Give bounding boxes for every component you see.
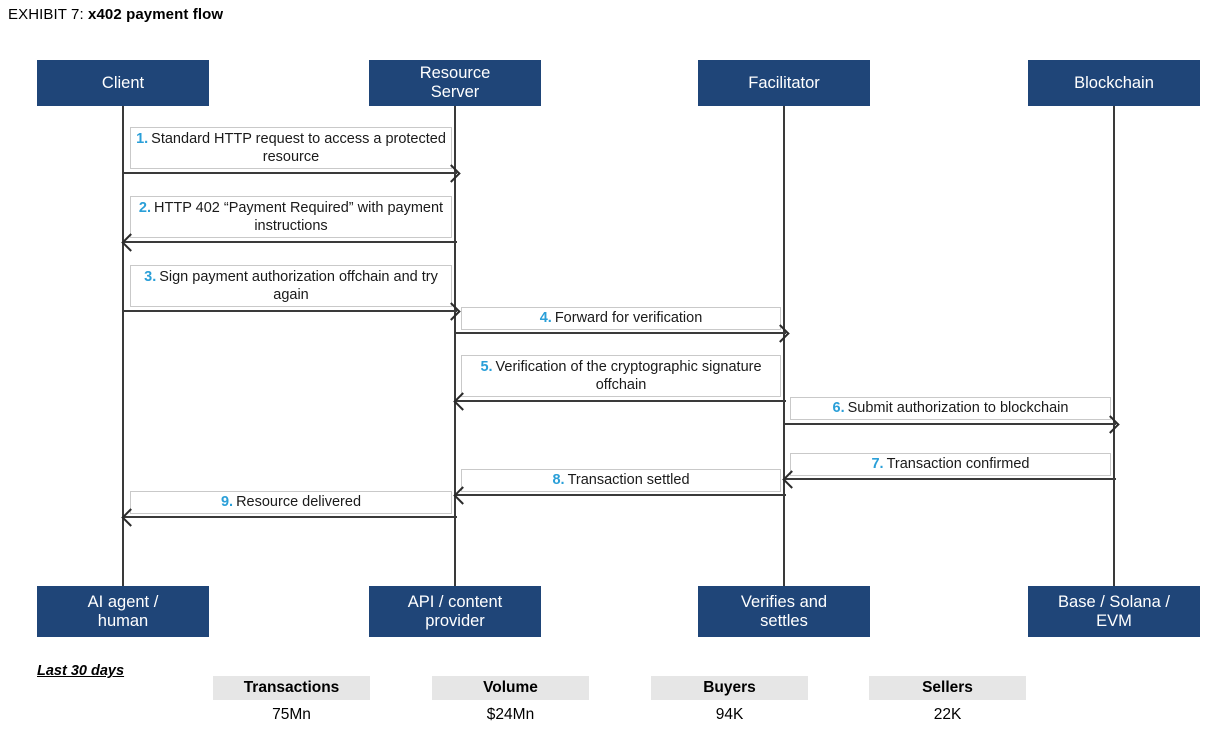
actor-footer-facilitator: Verifies and settles — [698, 586, 870, 637]
actor-header-facilitator-label: Facilitator — [748, 73, 820, 92]
lifeline-client — [122, 106, 124, 586]
actor-footer-client: AI agent / human — [37, 586, 209, 637]
message-label-1: 1.Standard HTTP request to access a prot… — [130, 127, 452, 169]
actor-header-resource-server: Resource Server — [369, 60, 541, 106]
message-arrow-9 — [123, 516, 457, 518]
lifeline-facilitator — [783, 106, 785, 586]
message-number-1: 1. — [136, 130, 149, 147]
stat-transactions-label: Transactions — [213, 676, 370, 700]
stat-transactions-value: 75Mn — [272, 706, 311, 723]
message-text-5: Verification of the cryptographic signat… — [495, 358, 762, 394]
stat-buyers-value: 94K — [715, 706, 744, 723]
message-text-4: Forward for verification — [554, 310, 703, 327]
message-number-6: 6. — [832, 400, 845, 417]
message-number-5: 5. — [480, 358, 493, 375]
actor-header-client-label: Client — [101, 73, 145, 92]
message-number-3: 3. — [144, 268, 157, 285]
message-label-6: 6.Submit authorization to blockchain — [790, 397, 1111, 420]
actor-header-client: Client — [37, 60, 209, 106]
message-number-8: 8. — [552, 472, 565, 489]
message-label-4: 4.Forward for verification — [461, 307, 781, 330]
stat-transactions: Transactions 75Mn — [213, 676, 370, 727]
message-label-8: 8.Transaction settled — [461, 469, 781, 492]
message-arrow-8 — [455, 494, 786, 496]
message-number-9: 9. — [220, 494, 234, 511]
message-arrow-2 — [123, 241, 457, 243]
actor-footer-blockchain-line2: EVM — [1096, 611, 1132, 630]
actor-footer-resource-server-line2: provider — [425, 611, 485, 630]
message-number-4: 4. — [539, 310, 552, 327]
message-arrow-6 — [784, 423, 1116, 425]
actor-header-blockchain: Blockchain — [1028, 60, 1200, 106]
actor-footer-resource-server: API / content provider — [369, 586, 541, 637]
message-arrow-4 — [455, 332, 786, 334]
lifeline-resource-server — [454, 106, 456, 586]
actor-footer-facilitator-line1: Verifies and — [740, 592, 828, 611]
actor-footer-resource-server-line1: API / content — [407, 592, 503, 611]
message-text-7: Transaction confirmed — [886, 456, 1030, 473]
actor-footer-facilitator-line2: settles — [760, 611, 808, 630]
message-arrow-7 — [784, 478, 1116, 480]
stats-period-note: Last 30 days — [37, 663, 125, 679]
message-text-1: Standard HTTP request to access a protec… — [151, 130, 446, 166]
lifeline-blockchain — [1113, 106, 1115, 586]
message-text-8: Transaction settled — [567, 472, 690, 489]
actor-header-resource-server-line2: Server — [430, 83, 480, 101]
message-text-6: Submit authorization to blockchain — [847, 400, 1069, 417]
page-title: EXHIBIT 7: x402 payment flow — [8, 6, 223, 23]
actor-footer-client-line2: human — [97, 611, 149, 630]
message-arrow-5 — [455, 400, 786, 402]
message-label-2: 2.HTTP 402 “Payment Required” with payme… — [130, 196, 452, 238]
stat-volume: Volume $24Mn — [432, 676, 589, 727]
stat-buyers-label: Buyers — [651, 676, 808, 700]
message-text-3: Sign payment authorization offchain and … — [159, 268, 438, 304]
message-text-2: HTTP 402 “Payment Required” with payment… — [154, 199, 444, 235]
stat-volume-value: $24Mn — [486, 706, 535, 723]
exhibit-label: EXHIBIT 7: — [8, 6, 89, 23]
actor-footer-client-line1: AI agent / — [87, 592, 159, 611]
stat-sellers: Sellers 22K — [869, 676, 1026, 727]
message-text-9: Resource delivered — [236, 494, 362, 511]
stat-volume-label: Volume — [432, 676, 589, 700]
actor-footer-blockchain: Base / Solana / EVM — [1028, 586, 1200, 637]
actor-footer-blockchain-line1: Base / Solana / — [1058, 592, 1170, 611]
message-label-7: 7.Transaction confirmed — [790, 453, 1111, 476]
stat-sellers-value: 22K — [933, 706, 962, 723]
message-label-3: 3.Sign payment authorization offchain an… — [130, 265, 452, 307]
message-number-2: 2. — [138, 199, 152, 216]
message-arrow-3 — [123, 310, 457, 312]
actor-header-facilitator: Facilitator — [698, 60, 870, 106]
message-number-7: 7. — [871, 456, 884, 473]
actor-header-resource-server-line1: Resource — [419, 64, 491, 82]
exhibit-title-text: x402 payment flow — [88, 6, 224, 23]
message-label-9: 9.Resource delivered — [130, 491, 452, 514]
message-label-5: 5.Verification of the cryptographic sign… — [461, 355, 781, 397]
stat-buyers: Buyers 94K — [651, 676, 808, 727]
stat-sellers-label: Sellers — [869, 676, 1026, 700]
message-arrow-1 — [123, 172, 457, 174]
actor-header-blockchain-label: Blockchain — [1074, 73, 1154, 92]
